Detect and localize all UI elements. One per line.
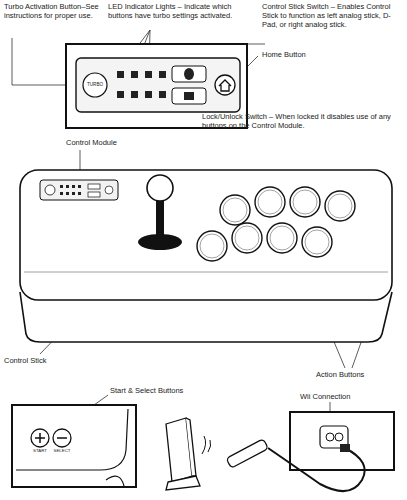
arcade-body <box>78 185 81 188</box>
action-button <box>267 223 297 253</box>
callout-label: Start & Select Buttons <box>110 386 220 395</box>
callout-label: Action Buttons <box>316 370 402 379</box>
arcade-body <box>60 185 63 188</box>
button-label: SELECT <box>49 448 75 453</box>
control-module-inset <box>219 80 231 91</box>
callout-label: LED Indicator Lights – Indicate which bu… <box>108 2 254 20</box>
arcade-body <box>105 186 113 194</box>
action-button <box>255 187 285 217</box>
wii-connection-inset <box>340 444 350 452</box>
control-module-inset <box>184 92 194 100</box>
action-button-drawing <box>197 187 355 261</box>
control-module-inset <box>117 71 166 98</box>
control-module-inset <box>145 91 152 98</box>
action-button <box>232 223 262 253</box>
callout-label: Turbo Activation Button–See instructions… <box>4 2 100 20</box>
action-button <box>290 187 320 217</box>
action-button <box>200 234 224 258</box>
arcade-body <box>72 185 75 188</box>
wii-console-drawing <box>226 439 268 468</box>
action-button <box>220 195 250 225</box>
arcade-body <box>45 185 55 195</box>
control-module-inset <box>131 71 138 78</box>
action-button <box>302 227 332 257</box>
control-stick-drawing <box>156 198 164 242</box>
action-button <box>235 226 259 250</box>
callout-label: Home Button <box>262 50 342 59</box>
action-button <box>325 191 355 221</box>
control-module-inset <box>159 91 166 98</box>
wii-connection-inset <box>326 433 334 441</box>
leader-line <box>330 402 331 412</box>
wii-connection-inset <box>268 448 365 491</box>
control-module-inset <box>184 68 194 80</box>
action-button <box>223 198 247 222</box>
wii-console-drawing <box>202 436 211 454</box>
wii-connection-inset <box>268 412 394 491</box>
start-select-inset <box>12 405 136 487</box>
arcade-body <box>40 180 118 200</box>
arcade-body <box>66 192 69 195</box>
arcade-body <box>72 192 75 195</box>
wii-connection-inset <box>335 433 343 441</box>
action-button <box>220 195 250 225</box>
wii-console-drawing <box>166 418 268 490</box>
callout-label: Control Stick <box>4 356 84 365</box>
start-select-inset <box>35 433 67 443</box>
control-module-inset <box>215 75 235 95</box>
control-module-inset <box>159 71 166 78</box>
control-stick-drawing <box>138 175 182 250</box>
arcade-body <box>24 272 388 273</box>
action-button <box>290 187 320 217</box>
action-button <box>270 226 294 250</box>
arcade-body <box>20 170 392 300</box>
action-button <box>293 190 317 214</box>
action-button <box>232 223 262 253</box>
start-select-inset <box>12 405 136 487</box>
action-button <box>197 231 227 261</box>
action-button <box>255 187 285 217</box>
control-module-inset <box>172 66 206 82</box>
control-module-inset <box>76 58 240 112</box>
action-button <box>197 231 227 261</box>
control-module-inset <box>145 71 152 78</box>
start-select-inset <box>16 409 128 470</box>
start-select-inset <box>106 476 124 486</box>
button-label: TURBO <box>83 82 107 88</box>
arcade-body <box>88 184 100 189</box>
arcade-body <box>20 170 392 342</box>
callout-label: Control Module <box>66 138 156 147</box>
callout-label: Wii Connection <box>300 392 390 401</box>
arcade-body <box>66 185 69 188</box>
control-module-inset <box>117 71 124 78</box>
control-module-inset <box>117 91 124 98</box>
control-module-inset <box>131 91 138 98</box>
arcade-body <box>88 192 100 197</box>
callout-label: Control Stick Switch – Enables Control S… <box>262 2 402 29</box>
action-button <box>325 191 355 221</box>
control-module-inset <box>83 73 107 97</box>
action-button <box>258 190 282 214</box>
callout-label: Lock/Unlock Switch – When locked it disa… <box>202 112 394 130</box>
wii-console-drawing <box>186 418 196 476</box>
arcade-body <box>60 185 81 195</box>
action-button <box>305 230 329 254</box>
action-button <box>328 194 352 218</box>
wii-console-drawing <box>166 476 200 490</box>
arcade-body <box>60 192 63 195</box>
wii-connection-inset <box>290 412 394 470</box>
action-button <box>302 227 332 257</box>
button-label: START <box>27 448 53 453</box>
arcade-body <box>78 192 81 195</box>
control-stick-drawing <box>147 175 173 201</box>
control-module-inset <box>172 88 206 104</box>
action-button <box>267 223 297 253</box>
